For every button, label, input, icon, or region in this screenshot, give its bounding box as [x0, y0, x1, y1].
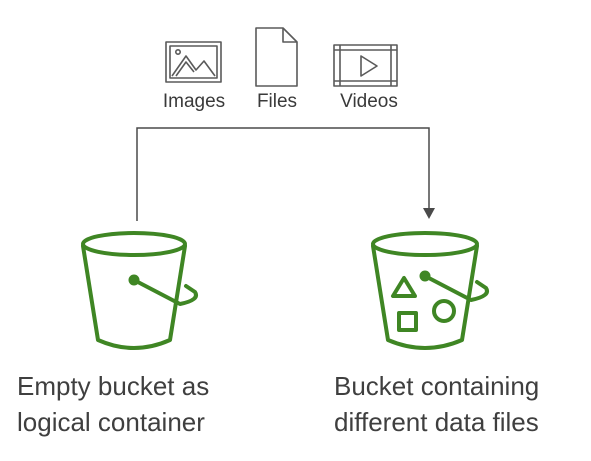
bucket-icon	[81, 231, 198, 350]
arrowhead-icon	[423, 208, 435, 219]
videos-label: Videos	[340, 91, 398, 112]
empty-bucket-caption-line2: logical container	[17, 407, 205, 437]
connector-arrow	[136, 127, 435, 221]
video-icon	[333, 44, 398, 87]
full-bucket-caption-line1: Bucket containing	[334, 371, 539, 401]
full-bucket-caption-line2: different data files	[334, 407, 539, 437]
document-icon	[255, 27, 298, 87]
images-label: Images	[163, 91, 225, 112]
bucket-with-shapes-icon	[371, 231, 489, 350]
empty-bucket-caption-line1: Empty bucket as	[17, 371, 209, 401]
image-icon	[165, 41, 222, 83]
files-label: Files	[257, 91, 297, 112]
